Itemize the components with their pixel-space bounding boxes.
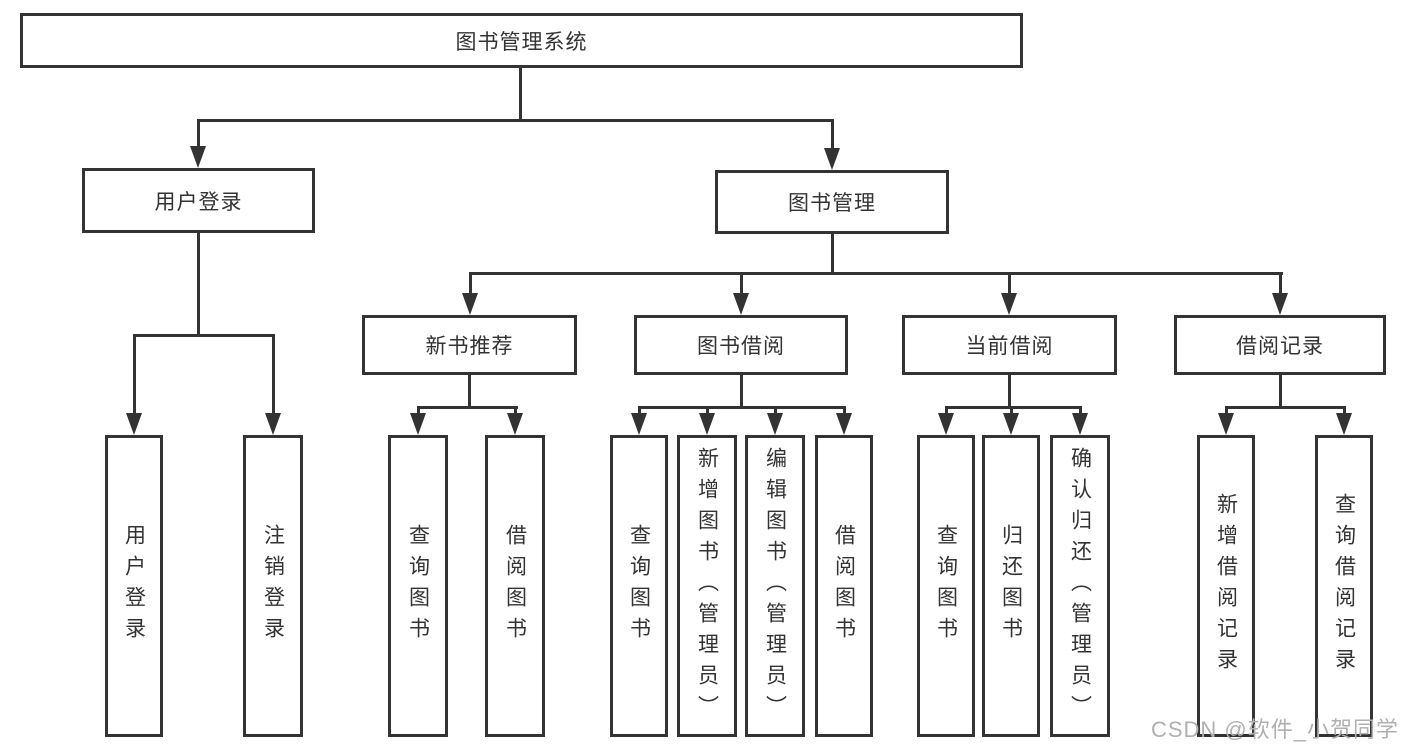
leaf-return-books: 归还图书 xyxy=(982,435,1040,737)
node-user-login: 用户登录 xyxy=(82,168,315,233)
connector-user-login-drop-2 xyxy=(272,334,275,415)
arrowhead-leaf-user-login-icon xyxy=(126,413,142,435)
node-book-management: 图书管理 xyxy=(715,170,949,234)
leaf-logout-login-label: 注销登录 xyxy=(261,524,285,648)
connector-drop-book-borrowing xyxy=(740,272,743,295)
leaf-add-books-admin-label: 新增图书（管理员） xyxy=(695,446,719,726)
leaf-query-borrow-record-label: 查询借阅记录 xyxy=(1332,493,1356,679)
node-borrowing-records: 借阅记录 xyxy=(1174,315,1386,375)
connector-current-borrowing-branch xyxy=(945,406,1082,409)
arrowhead-user-login-icon xyxy=(190,146,206,168)
leaf-query-books-borrow-label: 查询图书 xyxy=(627,524,651,648)
arrowhead-leaf-logout-icon xyxy=(265,413,281,435)
arrowhead-leaf-confirm-return-admin-icon xyxy=(1072,413,1088,435)
leaf-query-books-current-label: 查询图书 xyxy=(934,524,958,648)
leaf-add-books-admin: 新增图书（管理员） xyxy=(677,435,737,737)
leaf-edit-books-admin-label: 编辑图书（管理员） xyxy=(763,446,787,726)
leaf-edit-books-admin: 编辑图书（管理员） xyxy=(745,435,805,737)
node-book-management-label: 图书管理 xyxy=(788,192,876,215)
connector-book-borrowing-drop-2 xyxy=(706,406,709,415)
leaf-borrow-books-rec-label: 借阅图书 xyxy=(503,524,527,648)
connector-root-drop-left xyxy=(197,119,200,148)
connector-book-borrowing-stem xyxy=(740,373,743,409)
node-current-borrowing: 当前借阅 xyxy=(902,315,1117,375)
connector-new-book-drop-1 xyxy=(417,406,420,415)
arrowhead-leaf-borrow-books-rec-icon xyxy=(507,413,523,435)
connector-borrowing-records-stem xyxy=(1279,373,1282,409)
arrowhead-leaf-query-books-rec-icon xyxy=(410,413,426,435)
leaf-query-books-rec: 查询图书 xyxy=(388,435,448,737)
connector-borrowing-records-drop-1 xyxy=(1225,406,1228,415)
connector-current-borrowing-drop-2 xyxy=(1010,406,1013,415)
arrowhead-leaf-return-books-icon xyxy=(1003,413,1019,435)
connector-drop-borrowing-records xyxy=(1279,272,1282,295)
arrowhead-book-management-icon xyxy=(824,148,840,170)
connector-new-book-stem xyxy=(468,373,471,409)
connector-current-borrowing-stem xyxy=(1008,373,1011,409)
connector-book-management-branch xyxy=(469,272,1283,275)
node-root-label: 图书管理系统 xyxy=(455,30,588,54)
connector-root-stem xyxy=(519,66,522,122)
arrowhead-leaf-query-books-borrow-icon xyxy=(631,413,647,435)
leaf-add-borrow-record: 新增借阅记录 xyxy=(1197,435,1255,737)
leaf-borrow-books-borrow: 借阅图书 xyxy=(815,435,873,737)
arrowhead-leaf-borrow-books-borrow-icon xyxy=(836,413,852,435)
node-new-book-recommend-label: 新书推荐 xyxy=(425,335,514,358)
node-root: 图书管理系统 xyxy=(20,13,1023,68)
connector-book-borrowing-drop-3 xyxy=(774,406,777,415)
connector-new-book-drop-2 xyxy=(514,406,517,415)
connector-root-branch xyxy=(197,119,834,122)
arrowhead-leaf-add-books-admin-icon xyxy=(699,413,715,435)
leaf-query-books-rec-label: 查询图书 xyxy=(406,524,430,648)
connector-user-login-branch xyxy=(133,334,275,337)
connector-user-login-stem xyxy=(197,231,200,336)
connector-current-borrowing-drop-3 xyxy=(1079,406,1082,415)
connector-book-management-stem xyxy=(831,232,834,275)
leaf-confirm-return-admin-label: 确认归还（管理员） xyxy=(1068,446,1092,726)
leaf-query-books-current: 查询图书 xyxy=(917,435,975,737)
leaf-borrow-books-borrow-label: 借阅图书 xyxy=(832,524,856,648)
connector-book-borrowing-drop-4 xyxy=(843,406,846,415)
leaf-user-login-label: 用户登录 xyxy=(122,524,146,648)
node-book-borrowing: 图书借阅 xyxy=(634,315,848,375)
connector-book-borrowing-branch xyxy=(638,406,846,409)
arrowhead-current-borrowing-icon xyxy=(1001,293,1017,315)
connector-borrowing-records-branch xyxy=(1225,406,1346,409)
arrowhead-leaf-query-borrow-record-icon xyxy=(1336,413,1352,435)
connector-book-borrowing-drop-1 xyxy=(638,406,641,415)
leaf-add-borrow-record-label: 新增借阅记录 xyxy=(1214,493,1238,679)
arrowhead-book-borrowing-icon xyxy=(733,293,749,315)
leaf-return-books-label: 归还图书 xyxy=(999,524,1023,648)
arrowhead-leaf-query-books-current-icon xyxy=(938,413,954,435)
connector-user-login-drop-1 xyxy=(133,334,136,415)
connector-current-borrowing-drop-1 xyxy=(945,406,948,415)
leaf-borrow-books-rec: 借阅图书 xyxy=(485,435,545,737)
connector-new-book-branch xyxy=(417,406,518,409)
connector-drop-new-book xyxy=(469,272,472,295)
leaf-query-books-borrow: 查询图书 xyxy=(610,435,668,737)
node-borrowing-records-label: 借阅记录 xyxy=(1236,335,1324,358)
leaf-query-borrow-record: 查询借阅记录 xyxy=(1315,435,1373,737)
node-new-book-recommend: 新书推荐 xyxy=(362,315,577,375)
connector-root-drop-right xyxy=(831,119,834,150)
node-book-borrowing-label: 图书借阅 xyxy=(697,335,785,358)
leaf-logout-login: 注销登录 xyxy=(243,435,303,737)
leaf-user-login: 用户登录 xyxy=(105,435,163,737)
connector-drop-current-borrowing xyxy=(1008,272,1011,295)
arrowhead-new-book-recommend-icon xyxy=(462,293,478,315)
node-user-login-label: 用户登录 xyxy=(154,190,243,214)
arrowhead-leaf-edit-books-admin-icon xyxy=(767,413,783,435)
connector-borrowing-records-drop-2 xyxy=(1343,406,1346,415)
node-current-borrowing-label: 当前借阅 xyxy=(965,335,1054,358)
arrowhead-borrowing-records-icon xyxy=(1272,293,1288,315)
arrowhead-leaf-add-borrow-record-icon xyxy=(1218,413,1234,435)
leaf-confirm-return-admin: 确认归还（管理员） xyxy=(1050,435,1110,737)
csdn-watermark: CSDN @软件_小贺同学 xyxy=(1150,717,1399,742)
